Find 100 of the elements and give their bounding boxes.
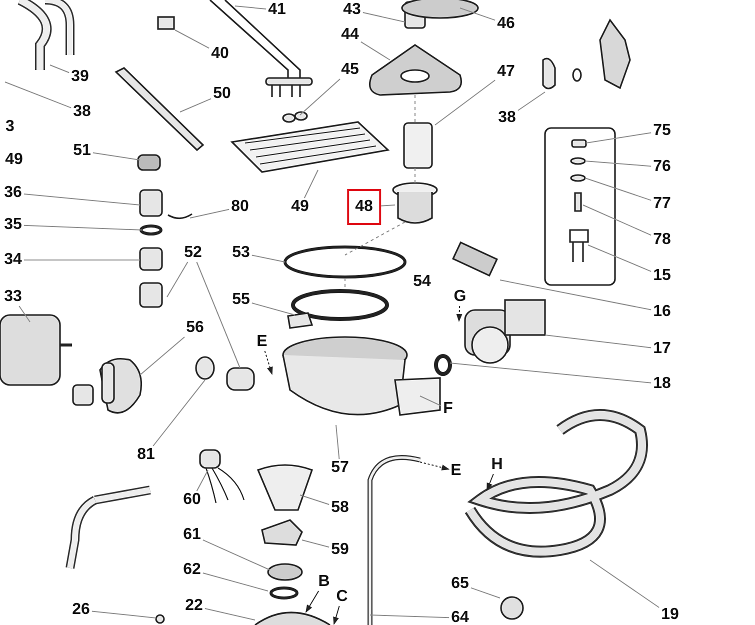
- callout-number: E: [448, 462, 464, 480]
- leader-line: [500, 280, 652, 310]
- callout-number: 61: [181, 526, 203, 544]
- leader-line: [380, 204, 396, 206]
- callout-number: 62: [181, 561, 203, 579]
- leader-line: [190, 208, 230, 218]
- leader-line: [434, 80, 496, 126]
- leader-line: [204, 608, 256, 620]
- leader-line: [302, 540, 330, 548]
- leader-line: [300, 78, 340, 116]
- arrow: [420, 462, 450, 470]
- leader-line: [370, 614, 450, 618]
- callout-number: 81: [135, 446, 157, 464]
- callout-number: 57: [329, 459, 351, 477]
- leader-line: [450, 362, 652, 384]
- callout-number: 46: [495, 15, 517, 33]
- callout-number: 48: [347, 189, 381, 225]
- leader-line: [196, 262, 240, 368]
- callout-number: 18: [651, 375, 673, 393]
- callout-number: 65: [449, 575, 471, 593]
- callout-number: 76: [651, 158, 673, 176]
- leader-line: [202, 572, 268, 592]
- callout-number: 49: [3, 151, 25, 169]
- callout-number: 16: [651, 303, 673, 321]
- leader-line: [362, 12, 406, 22]
- leader-line: [140, 336, 185, 376]
- leader-line: [300, 494, 330, 505]
- leader-line: [460, 8, 496, 21]
- callout-number: 36: [2, 184, 24, 202]
- callout-number: 41: [266, 1, 288, 19]
- leader-line: [23, 224, 142, 230]
- leader-line: [196, 470, 208, 492]
- callout-number: 38: [71, 103, 93, 121]
- callout-number: 17: [651, 340, 673, 358]
- callout-number: 53: [230, 244, 252, 262]
- leader-line: [50, 64, 70, 74]
- leader-line: [251, 254, 286, 262]
- callout-number: 52: [182, 244, 204, 262]
- callout-number: E: [254, 333, 270, 351]
- leader-line: [336, 424, 340, 460]
- callout-number: 15: [651, 267, 673, 285]
- callout-number: 35: [2, 216, 24, 234]
- leader-line: [544, 334, 652, 348]
- callout-number: 80: [229, 198, 251, 216]
- arrow: [264, 350, 273, 375]
- leader-line: [251, 302, 296, 316]
- callout-number: 3: [4, 118, 16, 136]
- callout-number: B: [316, 573, 332, 591]
- callout-number: 59: [329, 541, 351, 559]
- callout-number: H: [489, 456, 505, 474]
- leader-line: [590, 560, 660, 608]
- leader-line: [304, 170, 318, 198]
- callout-number: 56: [184, 319, 206, 337]
- leader-line: [152, 380, 206, 446]
- callout-number: 78: [651, 231, 673, 249]
- leader-line: [92, 152, 140, 160]
- leader-line: [582, 204, 652, 236]
- callout-number: 60: [181, 491, 203, 509]
- callout-number: 77: [651, 195, 673, 213]
- arrow: [333, 606, 340, 625]
- leader-line: [234, 6, 267, 10]
- leader-line: [517, 92, 546, 111]
- leader-line: [166, 262, 188, 298]
- leader-line: [180, 98, 212, 112]
- callout-number: 39: [69, 68, 91, 86]
- arrow: [456, 306, 462, 322]
- callout-number: G: [452, 288, 468, 306]
- leader-line: [586, 132, 652, 144]
- leader-line: [23, 194, 140, 206]
- callout-number: 45: [339, 61, 361, 79]
- callout-number: C: [334, 588, 350, 606]
- callout-number: 75: [651, 122, 673, 140]
- leader-line: [420, 396, 442, 406]
- leader-line: [18, 306, 30, 322]
- callout-number: F: [441, 400, 455, 418]
- leader-line: [588, 244, 652, 272]
- leader-line: [360, 41, 390, 60]
- callout-number: 26: [70, 601, 92, 619]
- leader-line: [470, 587, 500, 598]
- callout-number: 40: [209, 45, 231, 63]
- callout-number: 64: [449, 609, 471, 625]
- callout-number: 34: [2, 251, 24, 269]
- callout-number: 54: [411, 273, 433, 291]
- callout-number: 33: [2, 288, 24, 306]
- callout-number: 19: [659, 606, 681, 624]
- arrow: [486, 474, 494, 491]
- leader-line: [4, 82, 72, 108]
- leader-line: [91, 610, 156, 618]
- callout-number: 22: [183, 597, 205, 615]
- callout-number: 55: [230, 291, 252, 309]
- callout-number: 38: [496, 109, 518, 127]
- arrow: [305, 590, 320, 613]
- leader-line: [174, 30, 210, 49]
- callout-number: 43: [341, 1, 363, 19]
- leader-line: [202, 539, 270, 570]
- callout-number: 58: [329, 499, 351, 517]
- callout-number: 50: [211, 85, 233, 103]
- callout-number: 49: [289, 198, 311, 216]
- callout-number: 47: [495, 63, 517, 81]
- callout-number: 51: [71, 142, 93, 160]
